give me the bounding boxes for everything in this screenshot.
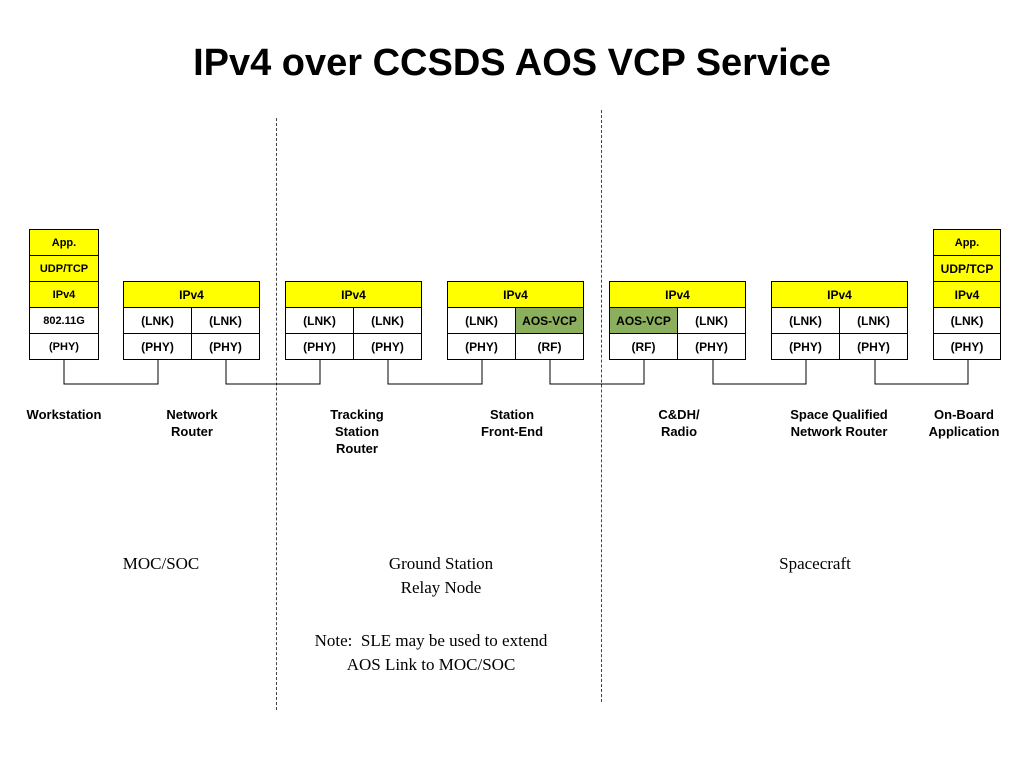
link-layer-cell: 802.11G [29, 307, 99, 334]
rf-layer-cell: (RF) [609, 333, 678, 360]
cdh-radio-stack: IPv4 AOS-VCP (LNK) (RF) (PHY) [609, 281, 746, 360]
link-layer-cell: (LNK) [933, 307, 1001, 334]
link-layer-cell-left: (LNK) [771, 307, 840, 334]
ipv4-layer-cell: IPv4 [285, 281, 422, 308]
tracking-router-stack: IPv4 (LNK) (LNK) (PHY) (PHY) [285, 281, 422, 360]
page-title: IPv4 over CCSDS AOS VCP Service [193, 42, 831, 84]
tracking-router-label: Tracking Station Router [330, 407, 384, 456]
ipv4-layer-cell: IPv4 [29, 281, 99, 308]
onboard-app-stack: App. UDP/TCP IPv4 (LNK) (PHY) [933, 229, 1001, 360]
spacecraft-region-label: Spacecraft [779, 554, 851, 573]
space-router-label: Space Qualified Network Router [790, 407, 888, 439]
sle-note: Note: SLE may be used to extend AOS Link… [314, 631, 548, 674]
phy-layer-cell-left: (PHY) [771, 333, 840, 360]
network-router-stack: IPv4 (LNK) (LNK) (PHY) (PHY) [123, 281, 260, 360]
link-layer-cell-right: (LNK) [839, 307, 908, 334]
phy-layer-cell-left: (PHY) [123, 333, 192, 360]
phy-layer-cell: (PHY) [933, 333, 1001, 360]
ipv4-layer-cell: IPv4 [447, 281, 584, 308]
station-frontend-label: Station Front-End [480, 407, 544, 439]
phy-layer-cell-right: (PHY) [839, 333, 908, 360]
wire-netrouter-tracking [225, 358, 321, 385]
aos-vcp-cell: AOS-VCP [609, 307, 678, 334]
phy-layer-cell-right: (PHY) [191, 333, 260, 360]
ground-station-region-label: Ground Station Relay Node [388, 554, 494, 597]
ipv4-layer-cell: IPv4 [123, 281, 260, 308]
workstation-stack: App. UDP/TCP IPv4 802.11G (PHY) [29, 229, 99, 360]
link-layer-cell-right: (LNK) [677, 307, 746, 334]
link-layer-cell-left: (LNK) [285, 307, 354, 334]
udp-tcp-layer-cell: UDP/TCP [933, 255, 1001, 282]
cdh-radio-label: C&DH/ Radio [658, 407, 700, 439]
phy-layer-cell: (PHY) [29, 333, 99, 360]
workstation-label: Workstation [26, 407, 102, 422]
wire-radio-spacerouter [712, 358, 807, 385]
phy-layer-cell-left: (PHY) [285, 333, 354, 360]
ground-divider-line [276, 118, 277, 710]
link-layer-cell-right: (LNK) [191, 307, 260, 334]
link-layer-cell-left: (LNK) [123, 307, 192, 334]
wire-tracking-frontend [387, 358, 483, 385]
phy-layer-cell-right: (PHY) [677, 333, 746, 360]
ipv4-layer-cell: IPv4 [609, 281, 746, 308]
ipv4-layer-cell: IPv4 [933, 281, 1001, 308]
wire-workstation-netrouter [63, 358, 159, 385]
ipv4-layer-cell: IPv4 [771, 281, 908, 308]
link-layer-cell-left: (LNK) [447, 307, 516, 334]
rf-layer-cell: (RF) [515, 333, 584, 360]
phy-layer-cell-left: (PHY) [447, 333, 516, 360]
spacecraft-divider-line [601, 110, 602, 702]
wire-rf-link [549, 358, 645, 385]
network-router-label: Network Router [166, 407, 218, 439]
station-frontend-stack: IPv4 (LNK) AOS-VCP (PHY) (RF) [447, 281, 584, 360]
moc-soc-region-label: MOC/SOC [122, 554, 200, 573]
app-layer-cell: App. [29, 229, 99, 256]
link-layer-cell-right: (LNK) [353, 307, 422, 334]
wire-spacerouter-onboard [874, 358, 969, 385]
onboard-app-label: On-Board Application [928, 407, 1000, 439]
app-layer-cell: App. [933, 229, 1001, 256]
udp-tcp-layer-cell: UDP/TCP [29, 255, 99, 282]
phy-layer-cell-right: (PHY) [353, 333, 422, 360]
space-router-stack: IPv4 (LNK) (LNK) (PHY) (PHY) [771, 281, 908, 360]
aos-vcp-cell: AOS-VCP [515, 307, 584, 334]
